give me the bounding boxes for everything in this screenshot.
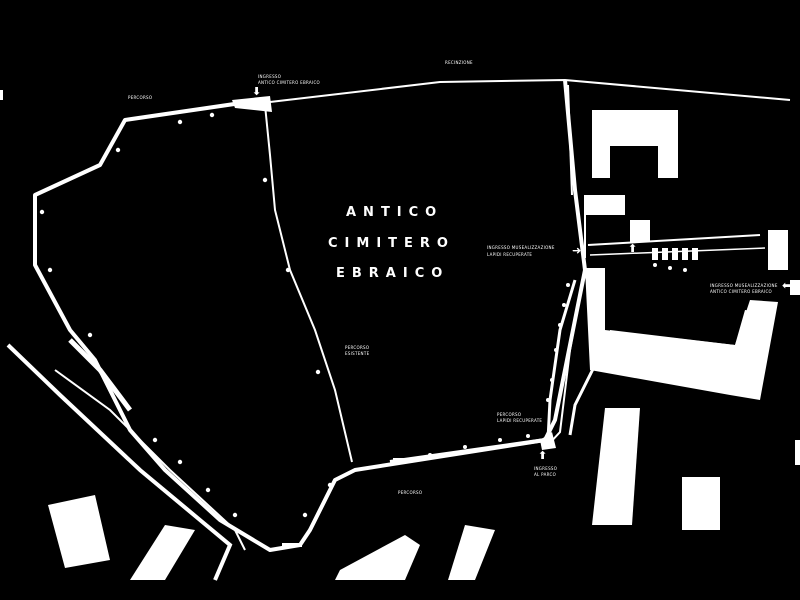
label-ingresso-tempio-3: DEL TEMPIO [590,207,618,212]
tempio-wall [587,234,761,246]
label-percorso-center-2: ESISTENTE [345,351,370,356]
entrance-wedge [232,96,272,112]
cemetery-boundary-path [33,79,587,552]
label-ingresso-tempio-2: SOTTOPIT. [590,201,614,206]
building-bottom-mid [130,525,195,580]
building-bar-tempio [585,195,625,215]
label-percorso-top: PERCORSO [128,95,153,100]
arrow-right-icon-musea: ➜ [572,244,582,257]
right-lane [568,364,597,436]
inner-path [264,104,353,463]
building-c-inner [610,310,760,395]
label-ingresso-right-1: INGRESSO MUSEALIZZAZIONE [710,283,778,288]
building-far-right-2 [795,440,800,465]
map-title-line-3: EBRAICO [336,266,450,281]
boundary-dots [39,112,687,518]
map-title-line-1: ANTICO [346,205,444,220]
building-bottom-center-2 [448,525,495,580]
buildings [0,90,800,580]
fence-line-top [269,78,791,103]
building-bottom-right-1 [592,408,640,525]
label-ingresso-tempio-1: INGRESSO [590,195,614,200]
arrow-up-icon-tempio: ⬆ [628,242,638,255]
building-right-tall [768,230,788,270]
street-line-1 [6,343,233,581]
label-ingresso-parco-1: INGRESSO [534,466,558,471]
building-bottom-left [48,495,110,568]
building-far-right [790,280,800,295]
label-ingresso-cimitero-1: INGRESSO [258,74,282,79]
street-line-2 [54,369,246,551]
right-fence-vertical [567,84,573,196]
right-path [546,279,577,441]
map-title-line-2: CIMITERO [328,236,455,251]
building-u-top [592,110,678,178]
arrow-left-icon-right: ⬅ [782,279,792,292]
street-line-3 [68,338,132,412]
label-percorso-bottom-right-1: PERCORSO [497,412,522,417]
building-bottom-center [335,535,420,580]
label-percorso-bottom-right-2: LAPIDI RECUPERATE [497,418,543,423]
label-ingresso-musea-2: LAPIDI RECUPERATE [487,252,533,257]
tempio-wall-2 [589,247,766,256]
label-ingresso-parco-2: AL PARCO [534,472,557,477]
label-ingresso-right-2: ANTICO CIMITERO EBRAICO [710,289,772,294]
label-ingresso-musea-1: INGRESSO MUSEALIZZAZIONE [487,245,555,250]
building-bottom-right-2 [682,477,720,530]
label-percorso-bottom: PERCORSO [398,490,423,495]
arrow-up-icon-parco: ⬆ [538,449,548,462]
label-ingresso-cimitero-2: ANTICO CIMITERO EBRAICO [258,80,320,85]
building-small-tempio [630,220,650,242]
label-percorso-center-1: PERCORSO [345,345,370,350]
right-path-2 [547,267,586,446]
arrow-down-icon: ⬇ [252,85,262,98]
label-recinzione: RECINZIONE [445,60,473,65]
